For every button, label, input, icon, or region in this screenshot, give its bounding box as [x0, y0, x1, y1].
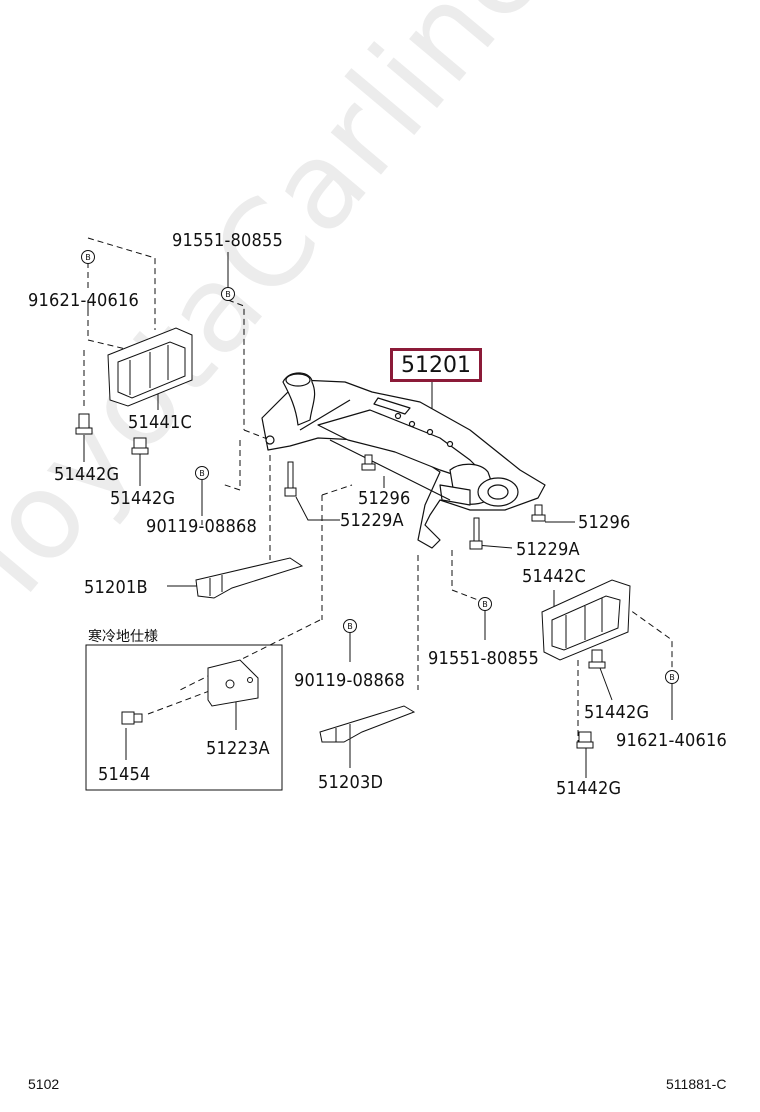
shield-51442c [541, 579, 631, 661]
callout-51296-right: 51296 [578, 512, 631, 533]
callout-51442c: 51442C [522, 566, 587, 587]
page-ref: 5102 [28, 1076, 60, 1092]
b-marker-text: B [85, 253, 91, 262]
main-part-number: 51201 [390, 348, 482, 382]
b-marker-text: B [669, 673, 675, 682]
callout-51441c: 51441C [128, 412, 193, 433]
b-marker-text: B [482, 600, 488, 609]
plate-51223a [207, 659, 259, 707]
bracket-51203d [319, 705, 416, 743]
callout-91621-left: 91621-40616 [28, 290, 140, 311]
callout-91621-right: 91621-40616 [616, 730, 728, 751]
bolt-b-markers: B B B B B B [81, 250, 679, 684]
callout-91551-bottom: 91551-80855 [428, 648, 540, 669]
drawing-code: 511881-C [666, 1076, 727, 1092]
callout-51442g-left-1: 51442G [54, 464, 120, 485]
callout-51454: 51454 [98, 764, 151, 785]
callout-51223a: 51223A [206, 738, 270, 759]
callout-51296-mid: 51296 [358, 488, 411, 509]
callout-51442g-right-1: 51442G [584, 702, 650, 723]
callout-90119-top: 90119-08868 [146, 516, 258, 537]
callout-51201b: 51201B [84, 577, 148, 598]
callout-51229a-right: 51229A [516, 539, 580, 560]
callout-51442g-right-2: 51442G [556, 778, 622, 799]
inset-title: 寒冷地仕様 [88, 629, 158, 645]
b-marker-text: B [225, 290, 231, 299]
callout-51229a-left: 51229A [340, 510, 404, 531]
crossmember-drawing [261, 372, 546, 549]
inset-frame [85, 644, 283, 791]
callout-51442g-left-2: 51442G [110, 488, 176, 509]
shield-51441c [107, 327, 193, 407]
callout-90119-bottom: 90119-08868 [294, 670, 406, 691]
b-marker-text: B [199, 469, 205, 478]
callout-51203d: 51203D [318, 772, 384, 793]
bracket-51201b [195, 557, 304, 599]
bolt-drawings [75, 413, 606, 749]
callout-91551-top: 91551-80855 [172, 230, 284, 251]
b-marker-text: B [347, 622, 353, 631]
